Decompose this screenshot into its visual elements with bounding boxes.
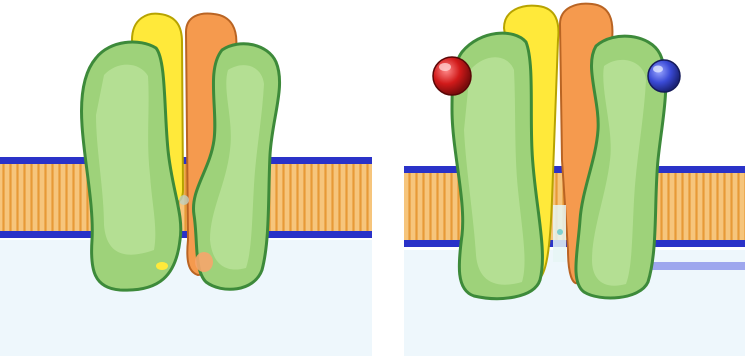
panel-open	[404, 4, 745, 356]
highlight-left-a	[96, 65, 155, 255]
panel-closed	[0, 14, 372, 356]
gate-tip-yellow	[156, 262, 168, 270]
ion-in-pore	[557, 229, 563, 235]
gate-closed	[179, 195, 189, 205]
gate-tip-orange	[195, 252, 213, 272]
ligand-red	[433, 57, 471, 95]
ligand-blue	[648, 60, 680, 92]
water-below-left	[0, 240, 372, 356]
